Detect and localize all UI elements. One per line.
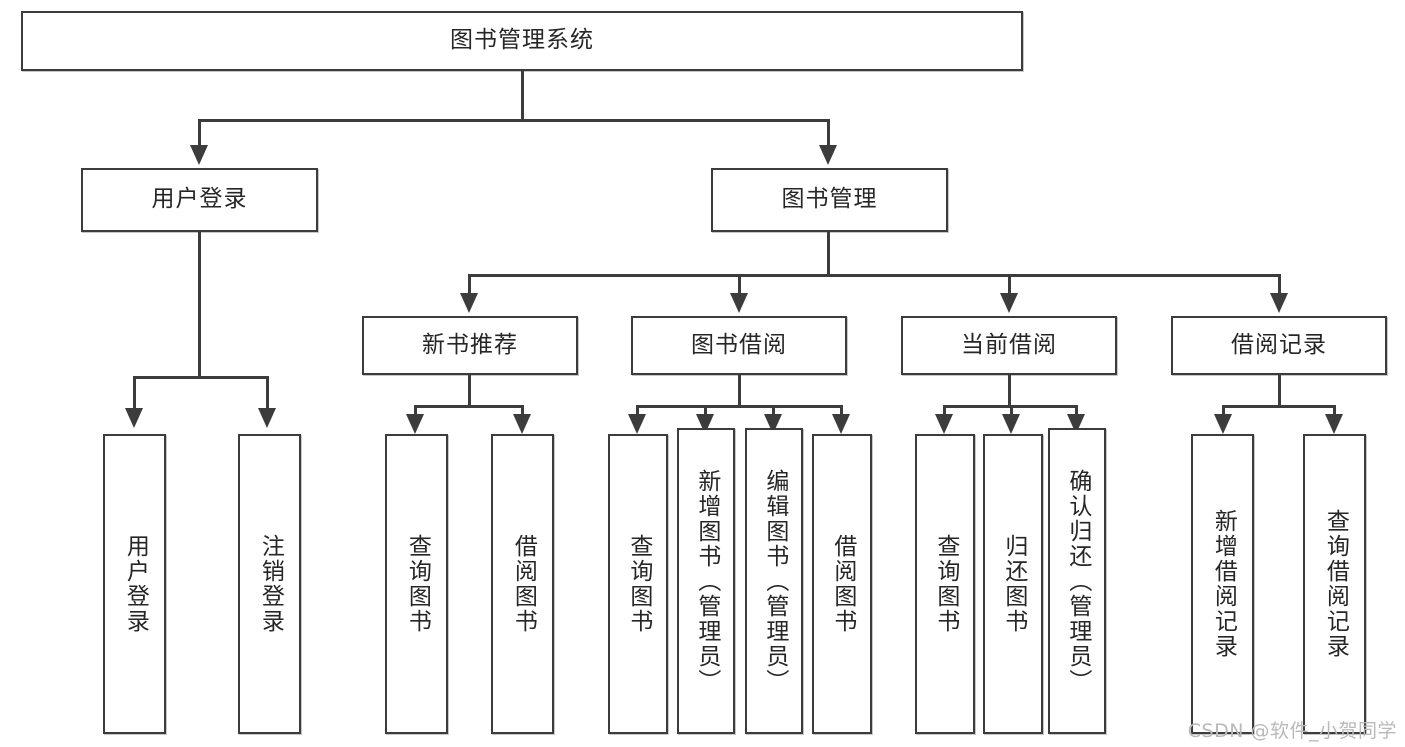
node-leaf-query-book-2[interactable]: 查询图书 [608, 434, 668, 734]
connector-new-book-leaf2 [521, 405, 524, 419]
connector-user-login-bus [133, 376, 269, 379]
node-leaf-borrow-book-1[interactable]: 借阅图书 [491, 434, 554, 734]
connector-book-borrow-leaf3 [772, 405, 775, 419]
node-leaf-add-record[interactable]: 新增借阅记录 [1191, 434, 1254, 734]
node-label: 图书借阅 [691, 331, 787, 358]
arrowhead-leaf-query-book-2 [628, 414, 646, 434]
connector-borrow-record-leaf2 [1333, 405, 1336, 419]
node-label: 图书管理 [781, 186, 878, 213]
node-label: 当前借阅 [961, 331, 1057, 358]
node-label: 新增图书（管理员） [693, 468, 720, 694]
arrowhead-to-user-login [190, 145, 208, 165]
node-label: 查询借阅记录 [1322, 509, 1349, 659]
arrowhead-to-current-borrow [1000, 293, 1018, 313]
arrowhead-leaf-query-book-3 [935, 414, 953, 434]
node-current-borrow[interactable]: 当前借阅 [901, 316, 1117, 375]
node-label: 归还图书 [1000, 534, 1027, 634]
connector-to-new-book-recommend [468, 274, 471, 296]
node-leaf-borrow-book-2[interactable]: 借阅图书 [812, 434, 872, 734]
arrowhead-leaf-logout-login [258, 408, 276, 428]
arrowhead-leaf-query-record [1325, 414, 1343, 434]
arrowhead-leaf-add-record [1214, 414, 1232, 434]
connector-book-borrow-leaf2 [704, 405, 707, 419]
node-label: 图书管理系统 [450, 27, 594, 54]
node-label: 注销登录 [257, 534, 284, 634]
arrowhead-to-borrow-record [1270, 293, 1288, 313]
node-leaf-query-book-3[interactable]: 查询图书 [915, 434, 975, 734]
node-label: 借阅图书 [510, 534, 537, 634]
node-label: 编辑图书（管理员） [761, 468, 788, 694]
connector-to-current-borrow [1008, 274, 1011, 296]
node-book-management[interactable]: 图书管理 [711, 168, 948, 232]
connector-new-book-stem [468, 375, 471, 407]
node-label: 借阅记录 [1231, 331, 1327, 358]
node-leaf-logout-login[interactable]: 注销登录 [238, 434, 301, 734]
connector-book-borrow-bus [636, 405, 843, 408]
node-label: 新增借阅记录 [1210, 509, 1237, 659]
node-new-book-recommend[interactable]: 新书推荐 [362, 316, 578, 375]
connector-current-borrow-leaf3 [1075, 405, 1078, 419]
connector-to-borrow-record [1278, 274, 1281, 296]
node-leaf-user-login[interactable]: 用户登录 [103, 434, 166, 734]
node-root-system[interactable]: 图书管理系统 [21, 11, 1023, 71]
arrowhead-to-new-book-recommend [460, 293, 478, 313]
node-label: 确认归还（管理员） [1064, 468, 1091, 694]
connector-book-borrow-stem [738, 375, 741, 407]
connector-borrow-record-leaf1 [1222, 405, 1225, 419]
arrowhead-leaf-user-login [125, 408, 143, 428]
connector-current-borrow-leaf2 [1010, 405, 1013, 419]
node-leaf-query-record[interactable]: 查询借阅记录 [1303, 434, 1366, 734]
connector-root-stem [521, 71, 524, 121]
arrowhead-leaf-borrow-book-2 [832, 414, 850, 434]
connector-current-borrow-leaf1 [943, 405, 946, 419]
arrowhead-leaf-return-book [1002, 414, 1020, 434]
connector-book-borrow-leaf1 [636, 405, 639, 419]
connector-to-book-borrow [738, 274, 741, 296]
node-label: 借阅图书 [829, 534, 856, 634]
node-label: 查询图书 [404, 534, 431, 634]
connector-borrow-record-stem [1278, 375, 1281, 407]
node-label: 用户登录 [151, 186, 248, 213]
node-leaf-query-book-1[interactable]: 查询图书 [385, 434, 448, 734]
connector-root-bus [198, 119, 829, 122]
connector-new-book-leaf1 [414, 405, 417, 419]
node-label: 查询图书 [932, 534, 959, 634]
connector-user-login-leaf2 [266, 376, 269, 410]
node-book-borrow[interactable]: 图书借阅 [631, 316, 847, 375]
arrowhead-to-book-management [819, 145, 837, 165]
connector-root-to-book-management [827, 119, 830, 147]
arrowhead-leaf-borrow-book-1 [513, 414, 531, 434]
connector-borrow-record-bus [1222, 405, 1336, 408]
node-user-login[interactable]: 用户登录 [81, 168, 318, 232]
csdn-watermark: CSDN @软件_小贺同学 [1187, 720, 1397, 742]
connector-current-borrow-stem [1008, 375, 1011, 407]
connector-user-login-stem [198, 232, 201, 378]
arrowhead-leaf-query-book-1 [406, 414, 424, 434]
arrowhead-to-book-borrow [730, 293, 748, 313]
connector-book-borrow-leaf4 [840, 405, 843, 419]
node-leaf-add-book[interactable]: 新增图书（管理员） [677, 428, 735, 734]
connector-user-login-leaf1 [133, 376, 136, 410]
node-leaf-edit-book[interactable]: 编辑图书（管理员） [745, 428, 803, 734]
node-label: 用户登录 [122, 534, 149, 634]
node-label: 新书推荐 [422, 331, 518, 358]
connector-new-book-bus [414, 405, 524, 408]
connector-level3-bus [468, 274, 1280, 277]
node-leaf-confirm-return[interactable]: 确认归还（管理员） [1048, 428, 1106, 734]
node-leaf-return-book[interactable]: 归还图书 [983, 434, 1043, 734]
node-label: 查询图书 [625, 534, 652, 634]
node-borrow-record[interactable]: 借阅记录 [1171, 316, 1387, 375]
connector-book-management-stem [827, 232, 830, 276]
connector-root-to-user-login [198, 119, 201, 147]
